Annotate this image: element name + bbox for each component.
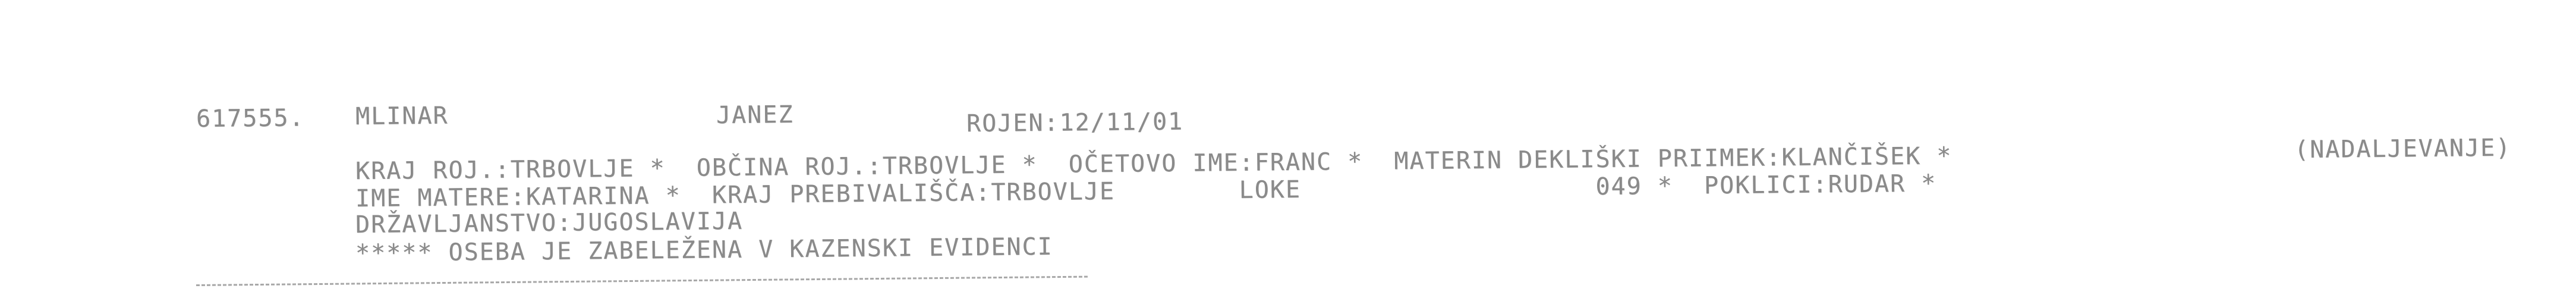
given-name: JANEZ xyxy=(716,101,794,129)
surname: MLINAR xyxy=(355,102,449,130)
continuation-marker: (NADALJEVANJE) xyxy=(2294,134,2512,164)
record-number: 617555. xyxy=(196,104,305,133)
criminal-record-notice: ***** OSEBA JE ZABELEŽENA V KAZENSKI EVI… xyxy=(355,233,1053,267)
birth-date: ROJEN:12/11/01 xyxy=(966,108,1184,137)
record-separator-line xyxy=(196,275,1088,286)
details-line-3: DRŽAVLJANSTVO:JUGOSLAVIJA xyxy=(355,207,744,239)
